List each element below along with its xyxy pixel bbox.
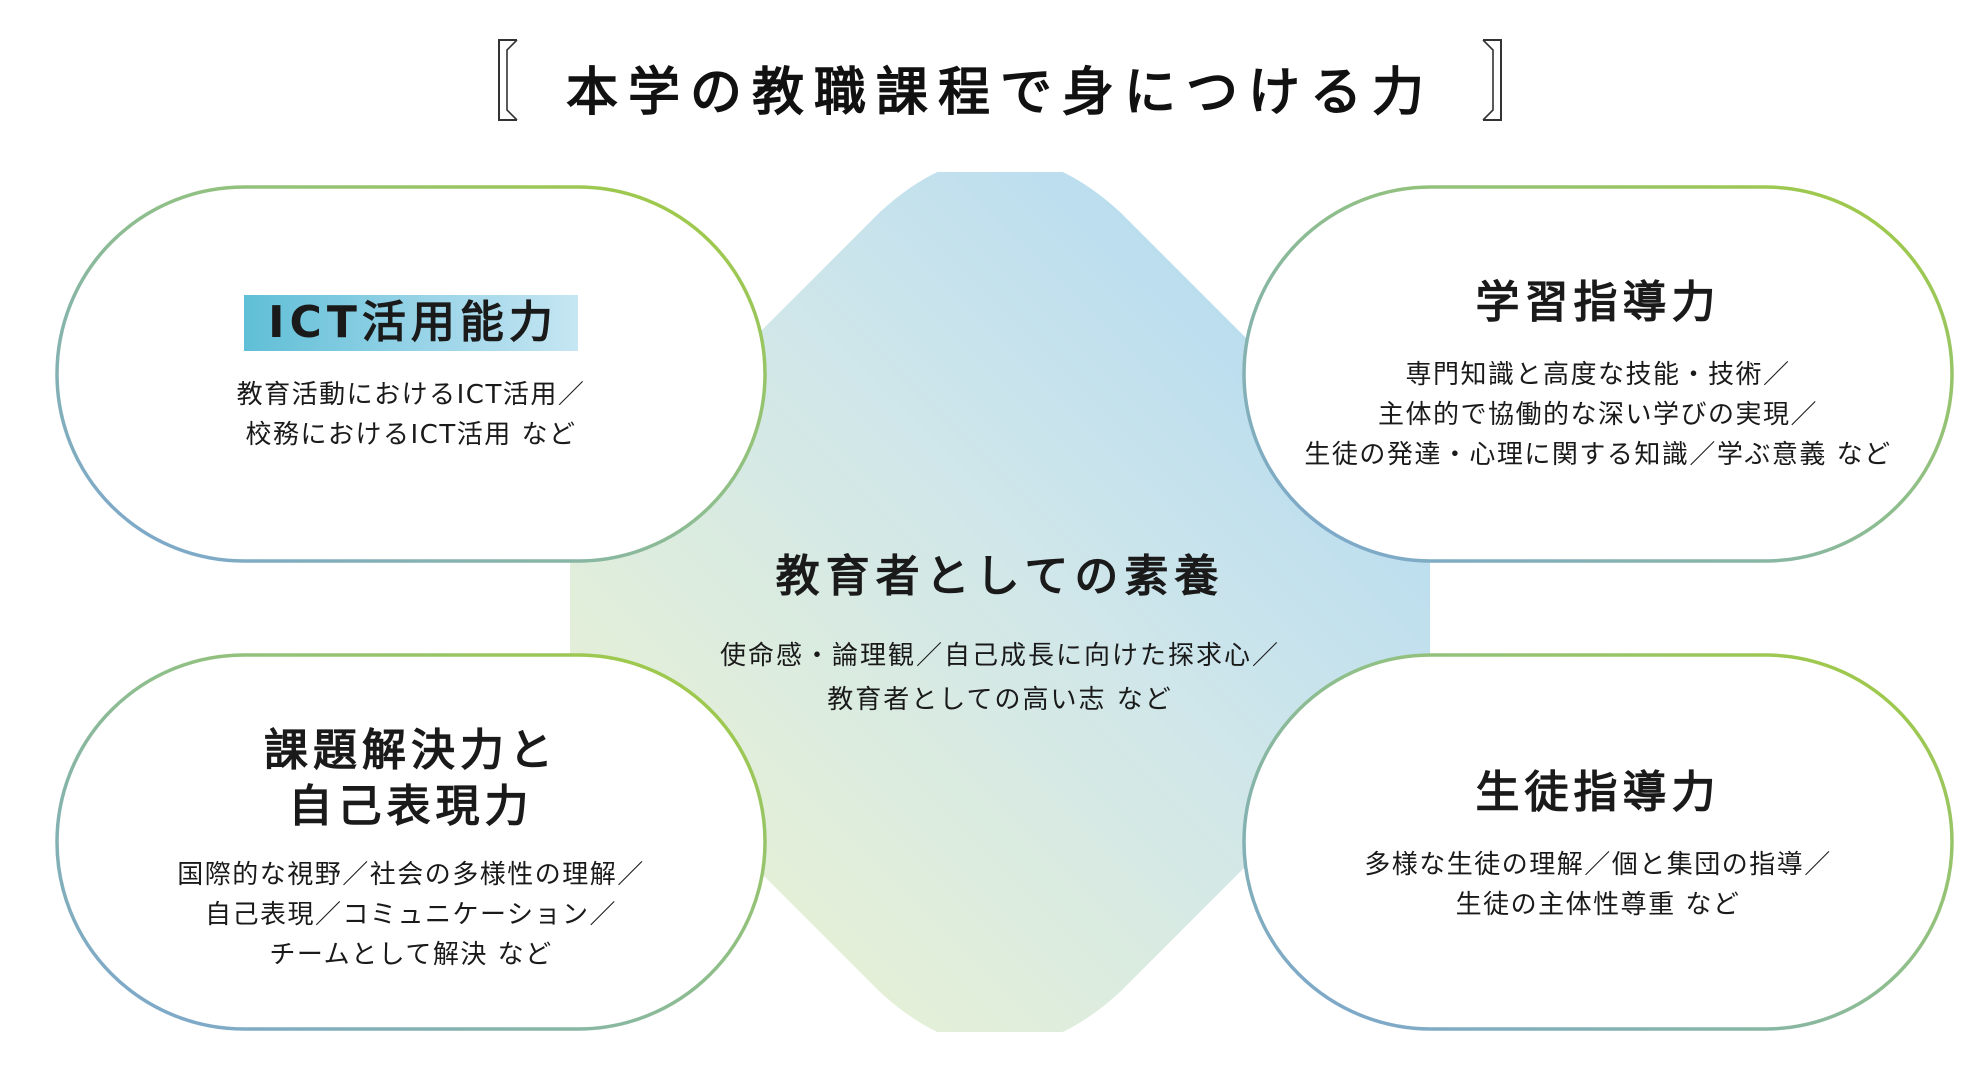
center-desc: 使命感・論理観／自己成長に向けた探求心／ 教育者としての高い志 など <box>620 634 1380 722</box>
desc-line: チームとして解決 など <box>269 940 553 970</box>
pill-ict-title: ICT活用能力 <box>55 295 767 351</box>
desc-line: 教育者としての高い志 など <box>827 685 1173 715</box>
center-title: 教育者としての素養 <box>775 551 1225 602</box>
pill-problem-desc: 国際的な視野／社会の多様性の理解／ 自己表現／コミュニケーション／ チームとして… <box>55 855 767 975</box>
pill-student-guidance: 生徒指導力 多様な生徒の理解／個と集団の指導／ 生徒の主体性尊重 など <box>1242 653 1954 1031</box>
pill-problem-title: 課題解決力と 自己表現力 <box>55 723 767 835</box>
pill-problem-title-line2: 自己表現力 <box>288 781 534 832</box>
title-area: 本学の教職課程で身につける力 <box>495 38 1505 123</box>
pill-outline <box>1242 185 1954 563</box>
ict-title-highlight: ICT活用能力 <box>244 295 578 351</box>
pill-problem-title-line1: 課題解決力と <box>264 725 558 776</box>
desc-line: 生徒の発達・心理に関する知識／学ぶ意義 など <box>1304 440 1892 470</box>
pill-learning-desc: 専門知識と高度な技能・技術／ 主体的で協働的な深い学びの実現／ 生徒の発達・心理… <box>1242 355 1954 475</box>
desc-line: 専門知識と高度な技能・技術／ <box>1405 360 1791 390</box>
desc-line: 主体的で協働的な深い学びの実現／ <box>1377 400 1818 430</box>
desc-line: 教育活動におけるICT活用／ <box>236 380 586 410</box>
pill-student-title: 生徒指導力 <box>1475 767 1721 818</box>
pill-outline <box>1242 653 1954 1031</box>
pill-problem-solving: 課題解決力と 自己表現力 国際的な視野／社会の多様性の理解／ 自己表現／コミュニ… <box>55 653 767 1031</box>
center-diamond <box>570 172 1430 1032</box>
pill-student-desc: 多様な生徒の理解／個と集団の指導／ 生徒の主体性尊重 など <box>1242 845 1954 925</box>
pill-ict-desc: 教育活動におけるICT活用／ 校務におけるICT活用 など <box>55 375 767 455</box>
desc-line: 国際的な視野／社会の多様性の理解／ <box>177 860 645 890</box>
desc-line: 使命感・論理観／自己成長に向けた探求心／ <box>719 641 1280 671</box>
desc-line: 多様な生徒の理解／個と集団の指導／ <box>1364 850 1832 880</box>
pill-learning: 学習指導力 専門知識と高度な技能・技術／ 主体的で協働的な深い学びの実現／ 生徒… <box>1242 185 1954 563</box>
desc-line: 自己表現／コミュニケーション／ <box>205 900 617 930</box>
desc-line: 校務におけるICT活用 など <box>245 420 577 450</box>
right-bracket-icon <box>1482 39 1502 121</box>
pill-ict: ICT活用能力 教育活動におけるICT活用／ 校務におけるICT活用 など <box>55 185 767 563</box>
pill-learning-title: 学習指導力 <box>1475 277 1721 328</box>
left-bracket-icon <box>498 39 518 121</box>
center-content: 教育者としての素養 使命感・論理観／自己成長に向けた探求心／ 教育者としての高い… <box>620 540 1380 722</box>
pill-outline <box>55 653 767 1031</box>
page-title: 本学の教職課程で身につける力 <box>565 63 1434 123</box>
pill-outline <box>55 185 767 563</box>
desc-line: 生徒の主体性尊重 など <box>1455 890 1741 920</box>
